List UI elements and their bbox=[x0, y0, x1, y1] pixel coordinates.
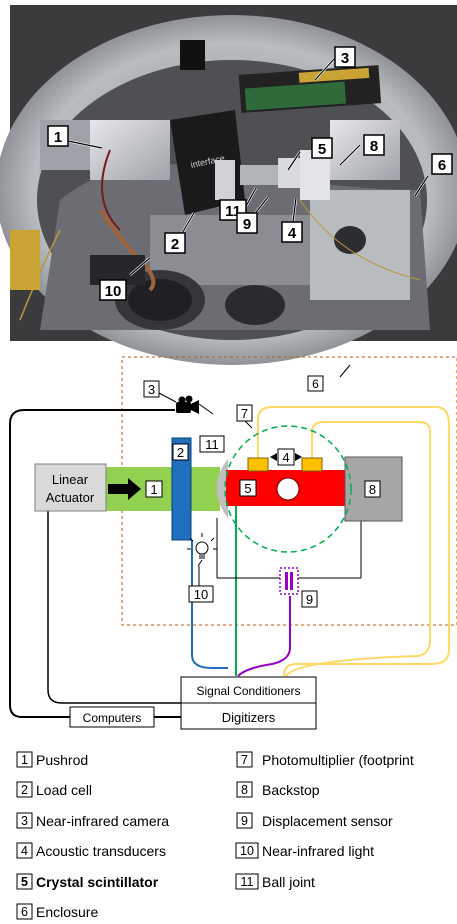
actuator-label-line2: Actuator bbox=[46, 490, 95, 505]
computers-label: Computers bbox=[83, 711, 142, 725]
legend-item-pmt: 7 Photomultiplier (footprint bbox=[236, 751, 414, 768]
diagram-label-2: 2 bbox=[177, 445, 184, 460]
photo-label-10: 10 bbox=[105, 283, 122, 300]
svg-text:4: 4 bbox=[21, 844, 28, 858]
diagram-label-1: 1 bbox=[150, 482, 157, 497]
transducer-cable-b bbox=[285, 421, 431, 677]
legend-item-light: 10 Near-infrared light bbox=[235, 842, 374, 859]
svg-text:11: 11 bbox=[241, 875, 254, 889]
schematic: 6 1 Linear Actuator 2 11 bbox=[9, 356, 457, 730]
computers-box bbox=[69, 706, 155, 728]
legend-item-enclosure: 6 Enclosure bbox=[16, 903, 98, 920]
transducer-cable-a bbox=[257, 406, 450, 677]
linear-actuator bbox=[34, 463, 107, 512]
svg-text:6: 6 bbox=[21, 905, 28, 919]
diagram-label-3: 3 bbox=[148, 382, 155, 397]
svg-text:2: 2 bbox=[21, 783, 28, 797]
displacement-sensor bbox=[279, 567, 299, 595]
svg-text:7: 7 bbox=[241, 753, 248, 767]
apparatus-photo: interface bbox=[0, 5, 457, 365]
svg-text:5: 5 bbox=[21, 875, 28, 889]
diagram-label-6: 6 bbox=[312, 377, 319, 391]
svg-text:Load cell: Load cell bbox=[36, 782, 92, 798]
legend-item-transducers: 4 Acoustic transducers bbox=[16, 842, 166, 859]
camera-cable bbox=[9, 409, 175, 718]
transducer-arrow-right bbox=[295, 453, 302, 461]
photo-label-6: 6 bbox=[438, 157, 446, 174]
pushrod-arrow-shaft bbox=[108, 484, 129, 494]
actuator-label-line1: Linear bbox=[52, 472, 89, 487]
svg-text:9: 9 bbox=[241, 814, 248, 828]
svg-text:Acoustic transducers: Acoustic transducers bbox=[36, 843, 166, 859]
svg-text:Near-infrared camera: Near-infrared camera bbox=[36, 813, 169, 829]
acoustic-transducer-1 bbox=[247, 457, 269, 472]
ball-joint bbox=[216, 459, 228, 518]
digitizers-label: Digitizers bbox=[222, 710, 276, 725]
pushrod-arrow-head bbox=[128, 478, 141, 500]
svg-text:10: 10 bbox=[240, 844, 254, 858]
camera-icon bbox=[176, 395, 214, 415]
svg-text:8: 8 bbox=[241, 783, 248, 797]
actuator-cable bbox=[47, 510, 181, 704]
svg-text:Enclosure: Enclosure bbox=[36, 904, 98, 920]
photo-callouts: 1 3 5 8 6 11 2 4 9 10 bbox=[47, 46, 453, 301]
legend-item-pushrod: 1 Pushrod bbox=[16, 751, 88, 768]
svg-text:Crystal scintillator: Crystal scintillator bbox=[36, 874, 159, 890]
transducer-arrow-left bbox=[270, 453, 277, 461]
legend-item-scintillator: 5 Crystal scintillator bbox=[16, 873, 159, 890]
svg-text:3: 3 bbox=[21, 814, 28, 828]
diagram-label-4: 4 bbox=[282, 450, 289, 465]
legend: 1 Pushrod 2 Load cell 3 Near-infrared ca… bbox=[16, 751, 414, 920]
photo-label-9: 9 bbox=[243, 216, 251, 233]
photo-label-8: 8 bbox=[370, 138, 378, 155]
diagram-label-10: 10 bbox=[194, 587, 208, 602]
svg-text:Displacement sensor: Displacement sensor bbox=[262, 813, 393, 829]
diagram-label-11: 11 bbox=[205, 437, 219, 452]
diagram-label-7: 7 bbox=[241, 406, 248, 421]
legend-item-load-cell: 2 Load cell bbox=[16, 781, 92, 798]
diagram-label-8: 8 bbox=[369, 482, 376, 497]
load-cell-cable bbox=[191, 540, 228, 669]
legend-item-ball-joint: 11 Ball joint bbox=[235, 873, 315, 890]
svg-text:Near-infrared light: Near-infrared light bbox=[262, 843, 374, 859]
svg-text:Photomultiplier (footprint: Photomultiplier (footprint bbox=[262, 752, 414, 768]
svg-text:Backstop: Backstop bbox=[262, 782, 320, 798]
acoustic-transducer-2 bbox=[301, 457, 323, 472]
photo-label-3: 3 bbox=[341, 50, 349, 67]
signal-conditioners-label: Signal Conditioners bbox=[196, 684, 300, 698]
photo-label-2: 2 bbox=[171, 236, 179, 253]
photomultiplier-footprint bbox=[224, 425, 352, 553]
svg-text:Pushrod: Pushrod bbox=[36, 752, 88, 768]
legend-item-camera: 3 Near-infrared camera bbox=[16, 812, 169, 829]
svg-text:Ball joint: Ball joint bbox=[262, 874, 315, 890]
legend-item-backstop: 8 Backstop bbox=[236, 781, 320, 798]
legend-item-displacement: 9 Displacement sensor bbox=[236, 812, 393, 829]
enclosure-pointer bbox=[339, 364, 351, 378]
diagram-label-5: 5 bbox=[244, 481, 251, 496]
photo-label-4: 4 bbox=[288, 225, 297, 242]
lightbulb-icon bbox=[187, 533, 217, 567]
svg-text:1: 1 bbox=[21, 753, 28, 767]
displacement-cable bbox=[237, 596, 291, 677]
photo-label-5: 5 bbox=[318, 141, 326, 158]
scintillator-window bbox=[276, 477, 300, 501]
photo-label-1: 1 bbox=[54, 129, 62, 146]
load-cell bbox=[171, 437, 192, 541]
diagram-label-9: 9 bbox=[306, 592, 313, 607]
